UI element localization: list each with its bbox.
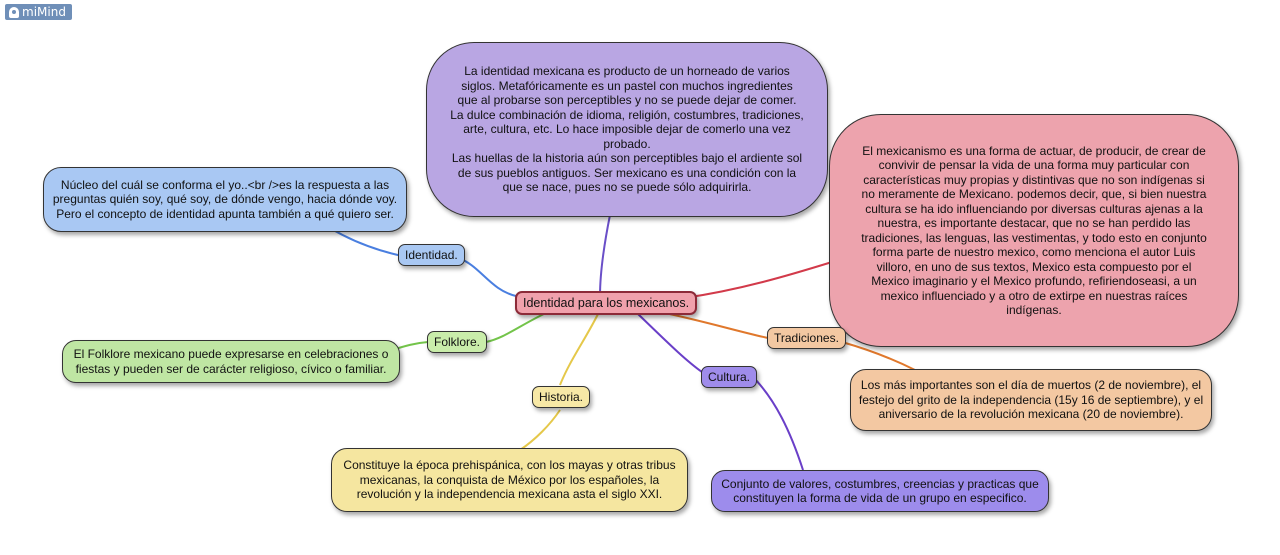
node-cultura-text: Conjunto de valores, costumbres, creenci… [721,477,1039,506]
center-node[interactable]: Identidad para los mexicanos. [515,291,698,315]
node-historia-text: Constituye la época prehispánica, con lo… [343,458,675,502]
text-line: probado. [603,136,651,151]
branch-label-text: Folklore. [434,335,481,349]
link-center-mexicanismo [683,261,833,299]
text-line: El Folklore mexicano puede expresarse en… [73,347,389,361]
text-line: villoro, en uno de sus textos, Mexico es… [876,259,1192,274]
center-node-label: Identidad para los mexicanos. [523,296,690,310]
text-line: que se nace, pues no se puede sólo adqui… [502,180,752,195]
node-tradiciones[interactable]: Los más importantes son el día de muerto… [850,369,1212,431]
mimind-logo-icon [9,6,19,18]
text-line: indígenas. [1006,303,1062,317]
text-line: Los más importantes son el día de muerto… [860,378,1202,393]
branch-label-tradiciones[interactable]: Tradiciones. [767,327,846,349]
text-line: El mexicanismo es una forma de actuar, d… [862,143,1206,158]
branch-label-text: Tradiciones. [774,331,839,345]
text-line: convivir de pensar la vida de una forma … [878,158,1190,172]
node-mexicanismo[interactable]: El mexicanismo es una forma de actuar, d… [829,114,1239,347]
branch-label-text: Identidad. [405,248,458,262]
branch-label-historia[interactable]: Historia. [532,386,591,408]
node-folklore-text: El Folklore mexicano puede expresarse en… [74,347,389,376]
text-line: Núcleo del cuál se conforma el yo..<br /… [60,177,390,192]
text-line: mexico influenciado y a otro de extirpe … [880,288,1188,303]
node-tradiciones-text: Los más importantes son el día de muerto… [859,378,1203,422]
branch-label-cultura[interactable]: Cultura. [701,366,758,388]
link-center-identidad [457,257,517,297]
node-mexicanismo-text: El mexicanismo es una forma de actuar, d… [861,144,1207,318]
branch-label-text: Cultura. [708,370,751,384]
node-identidad[interactable]: Núcleo del cuál se conforma el yo..<br /… [43,167,407,232]
text-line: revolución y la independencia mexicana a… [356,487,663,502]
link-historia-node [519,409,561,451]
text-line: tradiciones, las lenguas, las vestimenta… [861,230,1207,245]
text-line: arte, cultura, etc. Lo hace imposible de… [463,122,791,137]
text-line: fiestas y pueden ser de carácter religio… [75,361,387,376]
text-line: La identidad mexicana es producto de un … [464,64,790,79]
text-line: Mexico imaginario y el Mexico profundo, … [871,274,1197,288]
text-line: preguntas quién soy, qué soy, de dónde v… [52,192,398,207]
node-identidad-mexicana[interactable]: La identidad mexicana es producto de un … [426,42,828,217]
branch-label-text: Historia. [539,390,584,404]
text-line: Las huellas de la historia aún son perce… [451,151,803,166]
text-line: no meramente de Mexicano. podemos decir,… [861,187,1207,201]
brand-label: miMind [22,5,66,19]
link-center-top [599,214,611,297]
text-line: La dulce combinación de idioma, religión… [450,107,804,122]
text-line: nuestra, es importante destacar, que no … [877,216,1191,230]
node-historia[interactable]: Constituye la época prehispánica, con lo… [331,448,688,512]
text-line: siglos. Metafóricamente es un pastel con… [461,78,793,93]
text-line: de sus pueblos antiguos. Ser mexicano es… [457,165,797,180]
link-identidad-node [329,227,403,257]
text-line: que al probarse son perceptibles y no se… [457,93,797,108]
link-tradiciones-node [841,341,916,371]
node-cultura[interactable]: Conjunto de valores, costumbres, creenci… [711,470,1049,512]
mimind-logo: miMind [5,4,72,20]
node-identidad-mexicana-text: La identidad mexicana es producto de un … [450,64,804,195]
link-center-folklore [485,311,549,343]
link-cultura-node [753,377,804,471]
branch-label-folklore[interactable]: Folklore. [427,331,488,353]
text-line: mexicanas, la conquista de México por lo… [359,472,660,487]
text-line: constituyen la forma de vida de un grupo… [733,491,1027,505]
text-line: cultura se ha ido influenciando por dive… [865,201,1203,216]
link-center-cultura [637,313,703,373]
node-folklore[interactable]: El Folklore mexicano puede expresarse en… [62,340,400,383]
branch-label-identidad[interactable]: Identidad. [398,244,465,266]
text-line: forma parte de nuestro mexico, como menc… [872,245,1196,259]
text-line: Conjunto de valores, costumbres, creenci… [721,476,1039,491]
text-line: aniversario de la revolución mexicana (2… [878,407,1184,422]
text-line: características muy propias y distintiva… [863,172,1205,187]
text-line: Pero el concepto de identidad apunta tam… [56,206,394,221]
node-identidad-text: Núcleo del cuál se conforma el yo..<br /… [53,178,397,222]
text-line: Constituye la época prehispánica, con lo… [343,458,676,473]
link-center-tradiciones [659,311,769,339]
link-center-historia [559,313,599,386]
text-line: festejo del grito de la independencia (1… [858,392,1204,407]
